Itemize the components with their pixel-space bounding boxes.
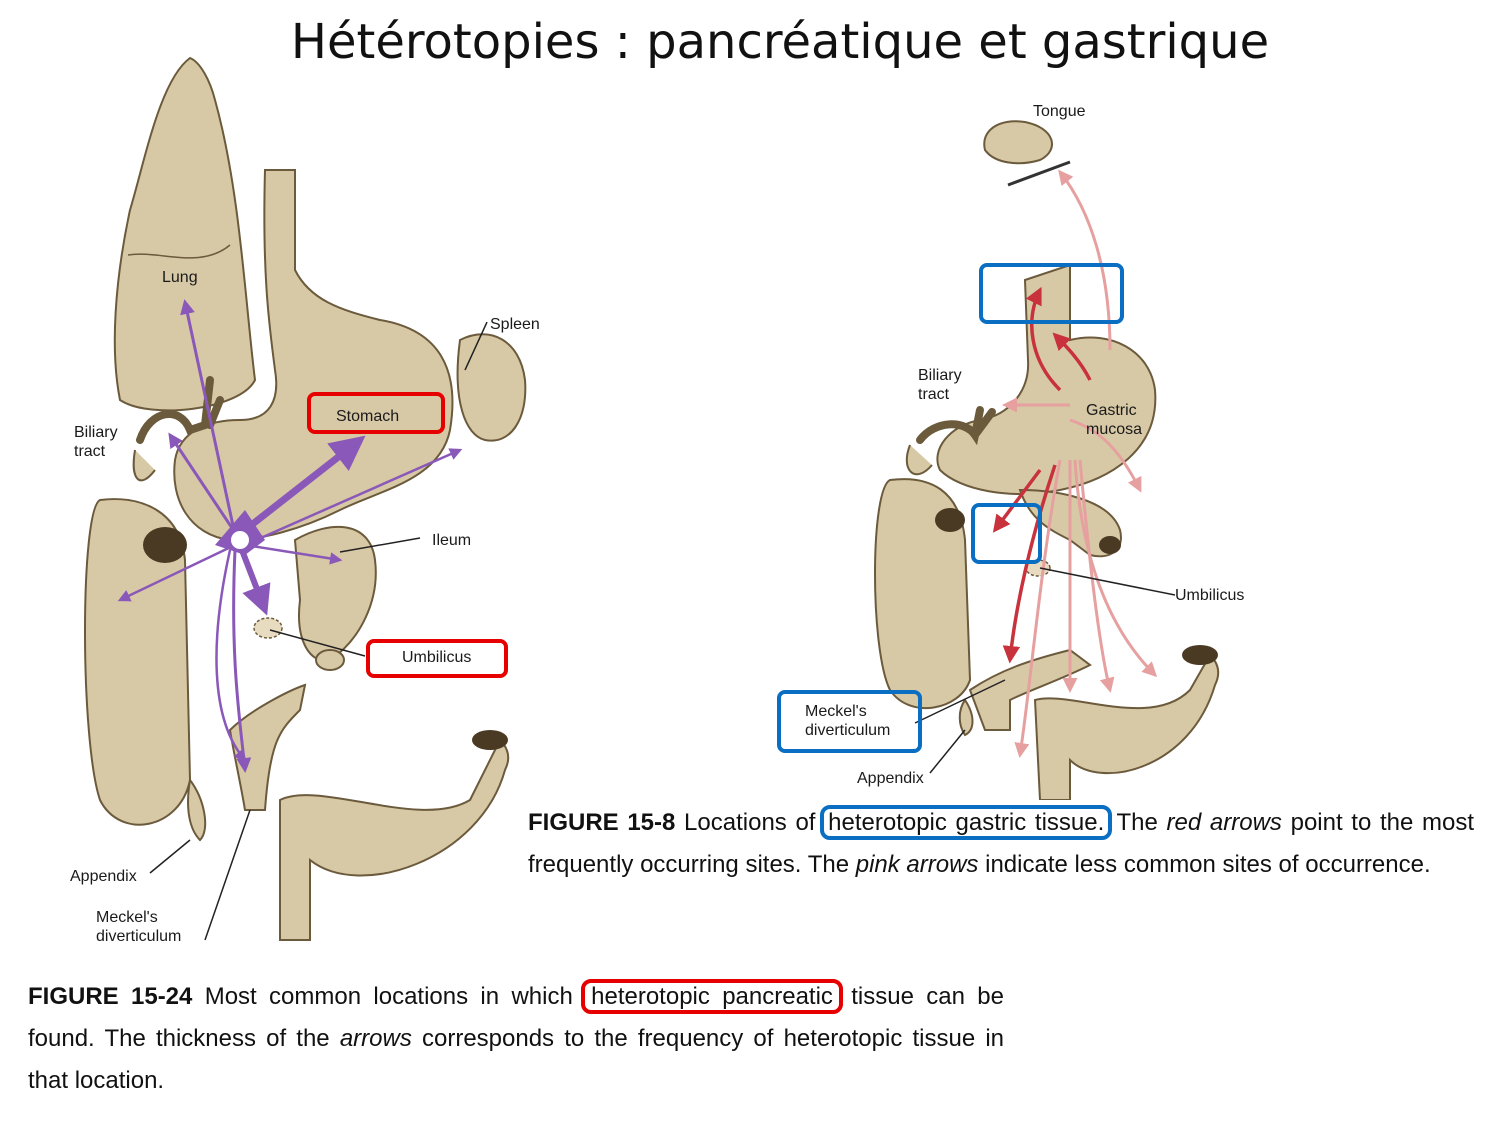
lung-organ [113,56,257,412]
biliary-tract-organ-right [916,406,996,446]
less-common-arrows [1002,169,1158,758]
colon-lower-organ-right [1033,653,1220,800]
appendix-organ [187,777,207,842]
spleen-label: Spleen [490,316,540,333]
tongue-label: Tongue [1033,103,1086,120]
umbilicus-label: Umbilicus [402,649,471,666]
ileum-organ [293,526,377,662]
gastric-tissue-highlight: heterotopic gastric tissue. [820,805,1113,840]
small-bowel-organ [968,648,1092,731]
figure-number-right: FIGURE 15-8 [528,809,676,836]
pancreatic-figure-caption: FIGURE 15-24 Most common locations in wh… [28,979,1004,1094]
umbilicus-label-right: Umbilicus [1175,587,1244,604]
meckel-highlight-box [777,690,922,753]
stomach-highlight-box [307,392,445,434]
esophagus-highlight-box [979,263,1124,324]
umbilicus-mark [253,617,283,639]
pancreatic-arrows [117,299,463,773]
meckel-diverticulum-organ [228,683,307,811]
spleen-organ [456,333,527,442]
colon-organ [84,498,192,826]
pancreatic-tissue-highlight: heterotopic pancreatic [581,979,843,1014]
appendix-organ-right [958,698,974,737]
slide-title: Hétérotopies : pancréatique et gastrique [290,14,1270,70]
ileum-label: Ileum [432,532,471,549]
umbilicus-highlight-box [366,639,508,678]
lung-label: Lung [162,269,198,286]
appendix-label: Appendix [70,868,137,885]
tongue-organ [983,120,1053,165]
duodenum-highlight-box [971,503,1042,564]
frequent-arrows [992,286,1092,664]
stomach-label: Stomach [336,408,399,425]
colon-lower-organ [279,738,510,941]
figure-number-left: FIGURE 15-24 [28,983,193,1010]
gastric-figure-caption: FIGURE 15-8 Locations of heterotopic gas… [528,805,1475,878]
appendix-label-right: Appendix [857,770,924,787]
